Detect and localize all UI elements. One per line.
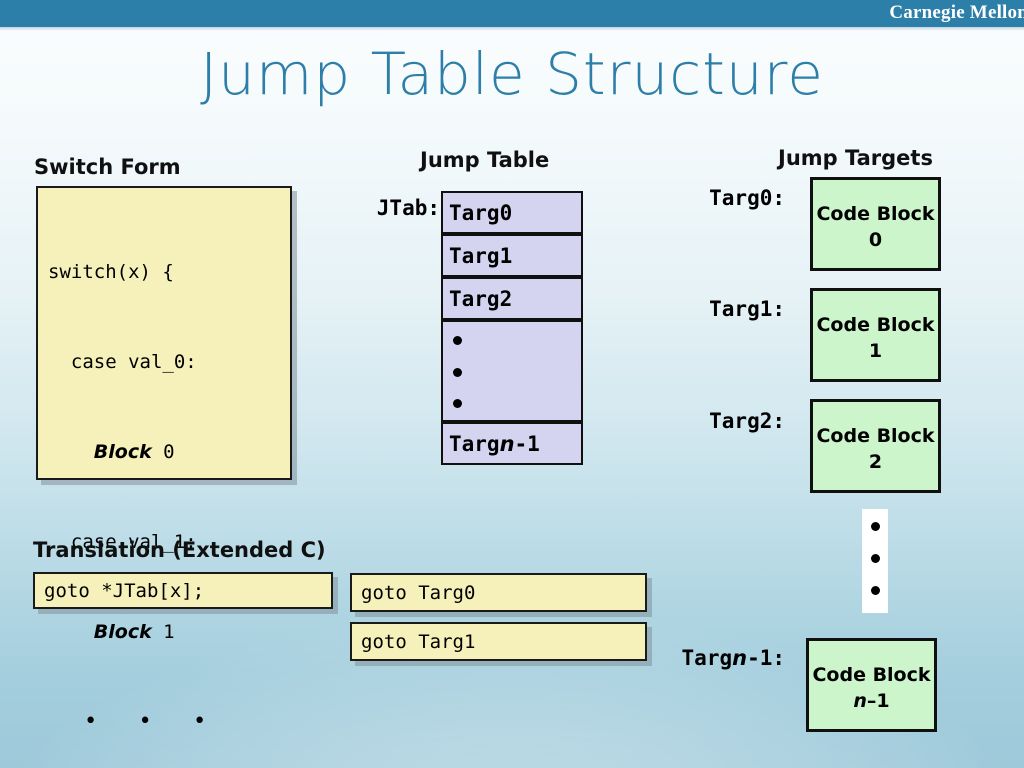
switch-line-1: switch(x) {	[48, 261, 174, 283]
code-block-2-line1: Code Block	[816, 425, 935, 447]
targn-suffix: -1:	[747, 646, 785, 670]
code-block-2: Code Block 2	[810, 399, 941, 493]
target-label-targn: Targn-1:	[630, 646, 785, 670]
switch-line-2: case val_0:	[48, 351, 197, 373]
jump-table-heading: Jump Table	[420, 148, 550, 172]
jt-last-prefix: Targ	[449, 431, 500, 456]
targets-ellipsis-background	[862, 509, 888, 613]
jump-table-row-ellipsis	[441, 320, 583, 422]
code-block-0: Code Block 0	[810, 177, 941, 271]
code-block-1-text: Code Block 1	[813, 291, 938, 364]
goto-targ0-box: goto Targ0	[350, 573, 647, 612]
top-banner	[0, 0, 1024, 27]
target-label-targ1: Targ1:	[709, 297, 785, 321]
switch-line-3-indent	[48, 441, 94, 463]
jtab-pointer-label: JTab:	[376, 196, 440, 220]
switch-line-3-block: Block	[93, 441, 152, 463]
switch-form-code: switch(x) { case val_0: Block 0 case val…	[48, 197, 222, 768]
page-title: Jump Table Structure	[200, 40, 824, 108]
switch-line-5-block: Block	[93, 621, 152, 643]
goto-targ0-text: goto Targ0	[361, 582, 476, 604]
switch-line-3-num: 0	[151, 441, 175, 463]
institution-label: Carnegie Mellon	[889, 2, 1024, 23]
targets-vertical-ellipsis-icon	[870, 522, 880, 595]
code-block-n-text: Code Block n–1	[809, 641, 934, 714]
code-block-1-line2: 1	[868, 339, 883, 362]
jt-last-suffix: -1	[514, 431, 540, 456]
jump-table-row-last: Targn-1	[441, 422, 583, 465]
top-banner-shadow	[0, 27, 1024, 31]
goto-targ1-box: goto Targ1	[350, 622, 647, 661]
code-block-1-line1: Code Block	[816, 314, 935, 336]
switch-line-5-indent	[48, 621, 94, 643]
code-block-0-line2: 0	[868, 228, 883, 251]
switch-line-5-num: 1	[151, 621, 175, 643]
code-block-0-line1: Code Block	[816, 203, 935, 225]
goto-targ1-text: goto Targ1	[361, 631, 476, 653]
jump-table-row: Targ2	[441, 277, 583, 320]
switch-form-heading: Switch Form	[34, 155, 181, 179]
code-block-0-text: Code Block 0	[813, 180, 938, 253]
code-block-n-line1: Code Block	[812, 664, 931, 686]
targn-prefix: Targ	[681, 646, 733, 670]
jt-last-var: n	[499, 431, 515, 456]
targn-var: n	[732, 646, 748, 670]
code-block-n-var: n	[853, 689, 867, 712]
jump-table-row: Targ0	[441, 191, 583, 234]
jump-targets-heading: Jump Targets	[778, 146, 933, 170]
switch-line-4: case val_1:	[48, 531, 197, 553]
code-block-2-text: Code Block 2	[813, 402, 938, 475]
code-block-1: Code Block 1	[810, 288, 941, 382]
target-label-targ0: Targ0:	[709, 186, 785, 210]
code-block-n: Code Block n–1	[806, 638, 937, 732]
jump-table-row: Targ1	[441, 234, 583, 277]
jump-table-cell-targ0: Targ0	[449, 200, 513, 225]
goto-jtab-text: goto *JTab[x];	[44, 580, 205, 602]
target-label-targ2: Targ2:	[709, 409, 785, 433]
translation-heading: Translation (Extended C)	[33, 538, 326, 562]
code-block-2-line2: 2	[868, 450, 883, 473]
vertical-ellipsis-icon	[451, 336, 463, 408]
switch-ellipsis: • • •	[84, 709, 221, 734]
jump-table-cell-targ2: Targ2	[449, 286, 513, 311]
code-block-n-suffix: –1	[866, 689, 890, 712]
jump-table-cell-targ1: Targ1	[449, 243, 513, 268]
jump-table-cell-targn: Targn-1	[449, 432, 540, 456]
switch-form-box: switch(x) { case val_0: Block 0 case val…	[36, 186, 292, 734]
goto-jtab-box: goto *JTab[x];	[33, 572, 333, 609]
